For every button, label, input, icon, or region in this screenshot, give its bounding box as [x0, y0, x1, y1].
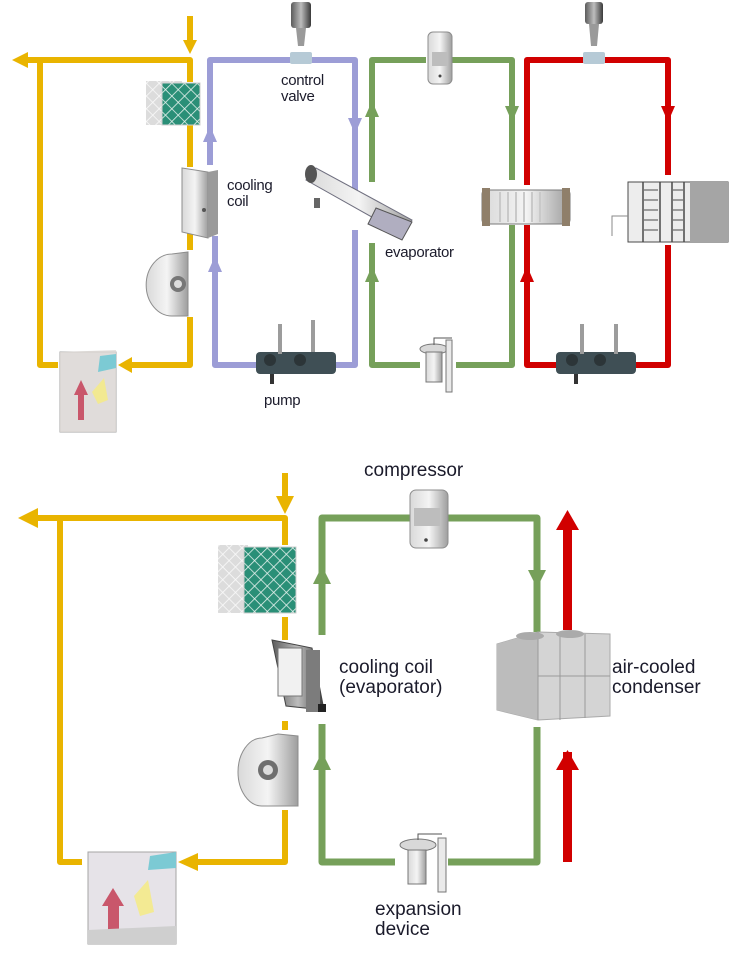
conditioned-space-icon [59, 350, 117, 433]
dx-supply-air-arrow [178, 853, 198, 871]
dx-suction-line [318, 514, 410, 635]
air-return-line [28, 57, 193, 82]
dx-supply-fan-icon [237, 733, 299, 807]
cooling-tower-icon [611, 181, 729, 243]
condenser-air-outlet-arrow [556, 510, 579, 530]
chilled-water-pump-icon [256, 320, 336, 384]
supply-fan-icon [145, 251, 189, 317]
condenser-water-valve-icon [583, 2, 605, 64]
water-cooled-condenser-icon [481, 188, 571, 226]
condenser-air-outlet-line [563, 526, 572, 630]
dx-cooling-coil-label: cooling coil (evaporator) [339, 657, 443, 698]
compressor-label: compressor [364, 460, 464, 481]
chilled-water-arrow-up-2 [208, 256, 222, 272]
shell-and-tube-evaporator-icon [305, 165, 413, 241]
dx-air-filter-icon [218, 545, 297, 614]
chilled-water-arrow-up [203, 126, 217, 142]
cooling-coil-label: cooling coil [227, 177, 273, 210]
refrigerant-arrow-up [365, 101, 379, 117]
compressor-icon [427, 31, 453, 85]
control-valve-label: control valve [281, 72, 324, 105]
chilled-water-return-line [336, 230, 358, 368]
dx-refrigerant-arrow-up-2 [313, 752, 331, 770]
expansion-device-label: expansion device [375, 899, 462, 940]
dx-air-loop [36, 473, 288, 865]
dx-cooling-coil-icon [271, 639, 326, 712]
dx-exhaust-air-arrow [18, 508, 38, 528]
dx-expansion-line [318, 724, 395, 866]
dx-air-return-line [36, 515, 288, 545]
dx-air-bottom-line [196, 810, 288, 865]
air-loop-left-line [37, 60, 58, 368]
refrigerant-loop [369, 57, 515, 368]
condenser-air-inlet-line [563, 752, 572, 862]
expansion-device-icon [399, 833, 447, 893]
top-diagram [12, 2, 729, 433]
cooling-coil-icon [181, 167, 218, 239]
condenser-water-pump-icon [556, 324, 636, 384]
dx-refrigerant-arrow-up [313, 566, 331, 584]
exhaust-air-arrow [12, 52, 28, 68]
dx-conditioned-space-icon [87, 851, 177, 945]
refrigerant-discharge-line [452, 57, 515, 180]
air-supply-line-bottom [128, 317, 193, 368]
refrigerant-arrow-up-2 [365, 266, 379, 282]
air-filter-icon [146, 81, 201, 126]
condenser-air-inlet-arrow [556, 750, 579, 770]
refrigerant-expansion-line [369, 243, 420, 368]
outside-air-arrow [183, 40, 197, 54]
condenser-water-arrow-up [520, 266, 534, 282]
dx-outside-air-arrow [276, 496, 294, 514]
condenser-water-pump-line [524, 225, 556, 368]
refrigerant-arrow-down [505, 106, 519, 122]
supply-air-arrow [118, 357, 132, 373]
dx-liquid-line [448, 727, 541, 866]
dx-refrigerant-arrow-down [528, 570, 546, 588]
dx-air-left-line [57, 518, 82, 865]
refrigerant-liquid-line [456, 225, 515, 368]
chilled-water-pump-line [212, 236, 256, 368]
condenser-water-arrow-down [661, 106, 675, 122]
condenser-water-tower-return [636, 245, 671, 368]
evaporator-label: evaporator [385, 244, 454, 261]
chilled-water-arrow-down [348, 118, 362, 134]
refrigerant-suction-line [369, 57, 426, 182]
chilled-water-loop [207, 57, 358, 368]
air-cooled-condenser-label: air-cooled condenser [612, 657, 701, 698]
bottom-diagram [18, 473, 611, 945]
condenser-water-supply-line [524, 57, 671, 185]
dx-discharge-line [448, 514, 541, 632]
pump-label: pump [264, 392, 301, 409]
condenser-airflow [556, 510, 579, 862]
dx-compressor-icon [409, 489, 449, 549]
air-cooled-condenser-icon [496, 630, 611, 721]
control-valve-icon [290, 2, 312, 64]
expansion-valve-icon [419, 337, 453, 393]
